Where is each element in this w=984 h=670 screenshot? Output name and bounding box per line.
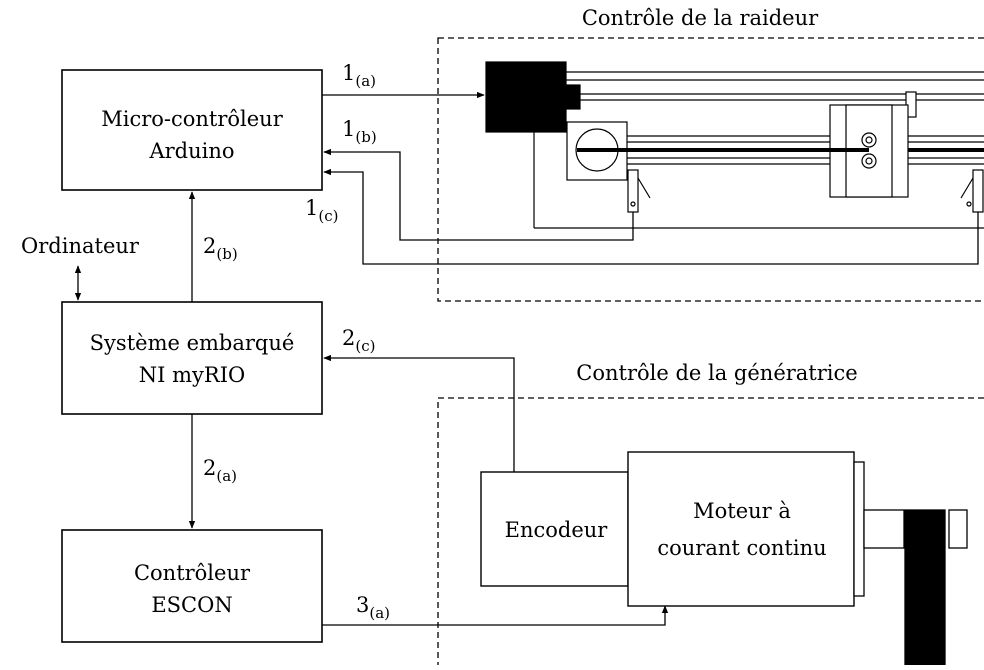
signal-2c: 2(c) [342, 326, 375, 355]
ordinateur-label: Ordinateur [21, 234, 140, 258]
limit-switch-left [627, 169, 639, 213]
escon-line2: ESCON [151, 593, 232, 617]
link-1b [323, 148, 634, 241]
signal-2a: 2(a) [203, 456, 237, 485]
myrio-block [61, 301, 323, 415]
arduino-block [61, 69, 323, 191]
signal-1a: 1(a) [342, 61, 376, 90]
motor-shaft-assembly [853, 461, 968, 670]
moteur-block [627, 451, 855, 607]
myrio-line2: NI myRIO [139, 363, 245, 387]
signal-1b: 1(b) [342, 117, 377, 146]
moteur-line2: courant continu [657, 536, 826, 560]
link-1c [323, 168, 979, 265]
region-raideur-title: Contrôle de la raideur [582, 6, 819, 30]
moteur-line1: Moteur à [693, 499, 791, 523]
escon-line1: Contrôleur [134, 561, 251, 585]
encodeur-label: Encodeur [505, 518, 609, 542]
stepper-motor [485, 61, 567, 133]
link-3a [322, 605, 669, 626]
signal-1c: 1(c) [305, 196, 338, 225]
region-generatrice [437, 397, 984, 670]
arduino-line1: Micro-contrôleur [101, 107, 283, 131]
region-generatrice-title: Contrôle de la génératrice [576, 361, 857, 385]
region-raideur [437, 37, 984, 302]
stiffness-mechanism [485, 61, 984, 229]
arduino-line2: Arduino [148, 139, 234, 163]
stepper-shaft [565, 84, 581, 110]
myrio-line1: Système embarqué [90, 331, 295, 355]
flywheel [904, 509, 946, 670]
encodeur-block [480, 471, 629, 587]
escon-block [61, 529, 323, 643]
limit-switch-right [972, 169, 984, 213]
signal-2b: 2(b) [203, 234, 238, 263]
signal-3a: 3(a) [356, 593, 390, 622]
link-2c [323, 354, 515, 472]
